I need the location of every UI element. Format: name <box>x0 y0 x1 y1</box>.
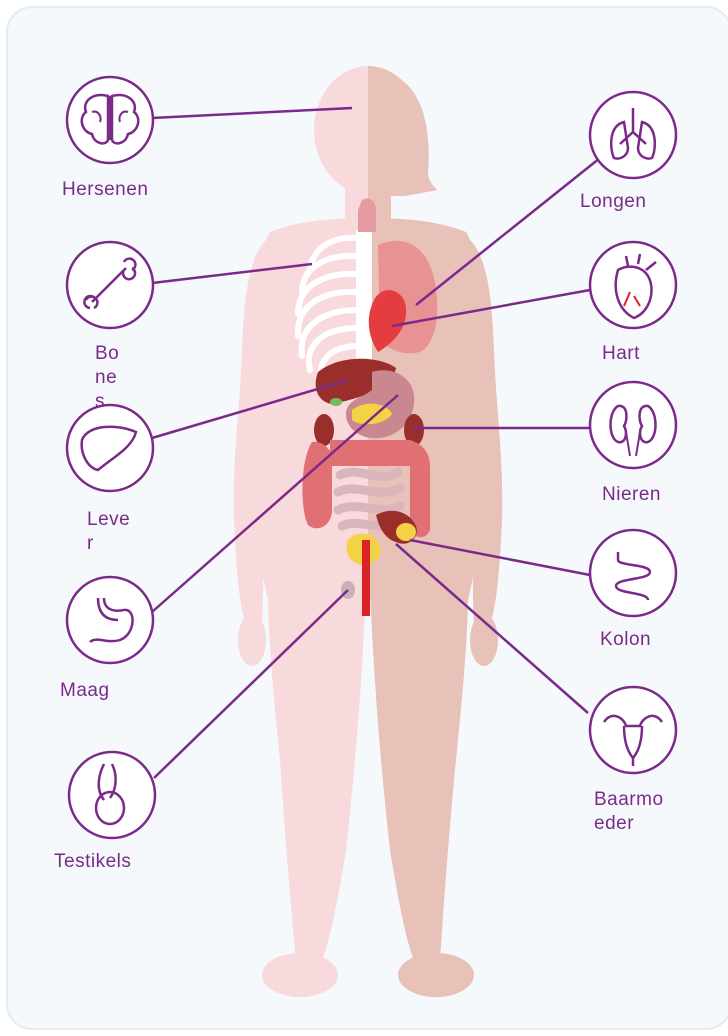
label-baarmoeder: Baarmoeder <box>594 788 666 836</box>
gallbladder <box>330 398 342 406</box>
uterus-icon <box>590 687 676 773</box>
colon-left <box>302 442 332 529</box>
stomach-icon <box>67 577 153 663</box>
liver-icon <box>67 405 153 491</box>
ovary <box>396 523 416 541</box>
testicles-icon <box>69 752 155 838</box>
label-hart: Hart <box>602 342 662 366</box>
aorta <box>362 540 370 616</box>
label-kolon: Kolon <box>600 628 680 652</box>
intestine-icon <box>590 530 676 616</box>
spine <box>356 230 372 360</box>
label-testikels: Testikels <box>54 850 174 874</box>
bone-icon <box>67 242 153 328</box>
brain-icon <box>67 77 153 163</box>
lungs-icon <box>590 92 676 178</box>
label-nieren: Nieren <box>602 483 664 507</box>
label-maag: Maag <box>60 679 140 703</box>
trachea <box>358 198 376 232</box>
label-hersenen: Hersenen <box>62 178 156 202</box>
heart-icon <box>590 242 676 328</box>
kidneys-icon <box>590 382 676 468</box>
label-longen: Longen <box>580 190 680 214</box>
label-lever: Lever <box>87 508 137 556</box>
label-bones: Bones <box>95 342 123 414</box>
